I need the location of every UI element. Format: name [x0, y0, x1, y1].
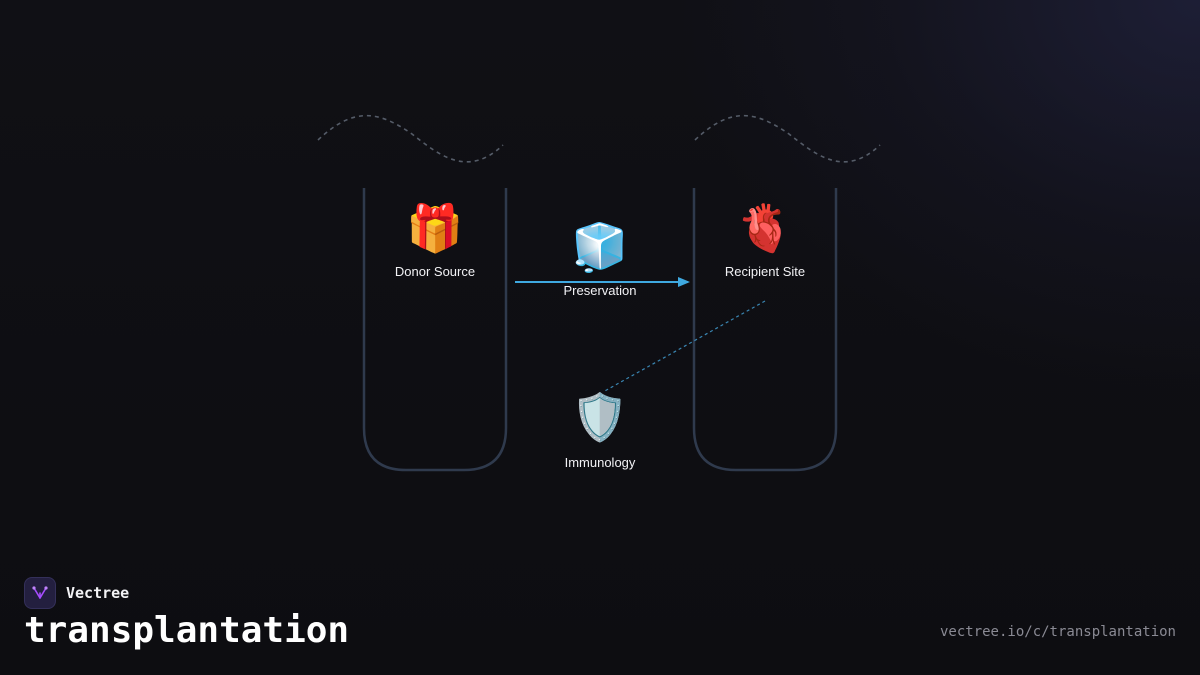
brand: Vectree [24, 577, 129, 609]
shield-icon: 🛡️ [571, 390, 629, 444]
node-recipient-label: Recipient Site [724, 264, 806, 279]
ice-cube-icon: 🧊 [571, 220, 629, 274]
node-preservation-label: Preservation [563, 283, 637, 298]
left-container [362, 188, 508, 472]
node-donor-label: Donor Source [394, 264, 476, 279]
vectree-logo-icon [24, 577, 56, 609]
right-wave [694, 114, 881, 163]
left-wave [317, 114, 504, 163]
node-immunology-label: Immunology [564, 455, 636, 470]
brand-name: Vectree [66, 584, 130, 602]
immune-link [602, 300, 766, 393]
node-donor: 🎁 Donor Source [355, 200, 515, 279]
page-title: transplantation [24, 610, 350, 651]
anatomical-heart-icon: 🫀 [736, 201, 794, 255]
right-container [692, 188, 838, 472]
node-recipient: 🫀 Recipient Site [685, 200, 845, 279]
page-url[interactable]: vectree.io/c/transplantation [939, 624, 1176, 640]
gift-icon: 🎁 [406, 201, 464, 255]
node-immunology: 🛡️ Immunology [520, 389, 680, 470]
node-preservation: 🧊 Preservation [520, 219, 680, 298]
